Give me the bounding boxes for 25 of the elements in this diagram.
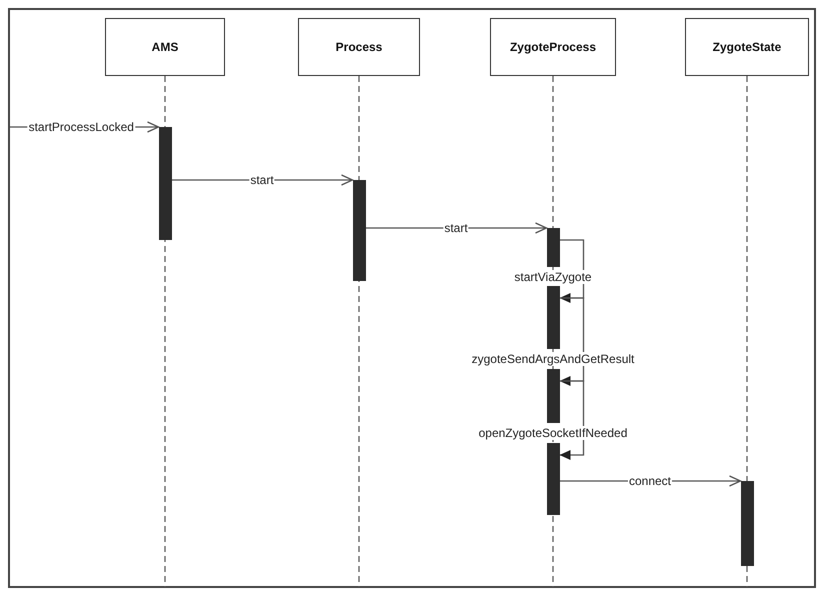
activation-bar	[546, 228, 560, 267]
lifeline-header-box	[685, 18, 809, 76]
edge-label: zygoteSendArgsAndGetResult	[470, 352, 636, 366]
lifeline-name: Process	[336, 40, 382, 54]
activation-bar	[546, 286, 560, 349]
edge-label: start	[443, 221, 469, 235]
activation-bar	[546, 443, 560, 515]
self-call-arrow	[560, 239, 584, 303]
edge-label: start	[249, 173, 275, 187]
lifeline-name: ZygoteState	[712, 40, 782, 54]
self-call-arrow	[560, 380, 584, 460]
edge-label: connect	[628, 474, 672, 488]
activation-bar	[740, 481, 754, 566]
activation-bar	[546, 369, 560, 423]
edge-label: startViaZygote	[513, 270, 593, 284]
lifeline-header-box	[490, 18, 616, 76]
edge-label: openZygoteSocketIfNeeded	[478, 426, 628, 440]
activation-bar	[352, 180, 366, 281]
activation-bar	[158, 127, 172, 240]
lifeline-header-box	[105, 18, 225, 76]
lifeline-header-box	[298, 18, 420, 76]
self-call-arrow	[560, 297, 584, 386]
lifeline-name: ZygoteProcess	[510, 40, 596, 54]
edge-label: startProcessLocked	[28, 120, 135, 134]
lifeline-name: AMS	[152, 40, 178, 54]
